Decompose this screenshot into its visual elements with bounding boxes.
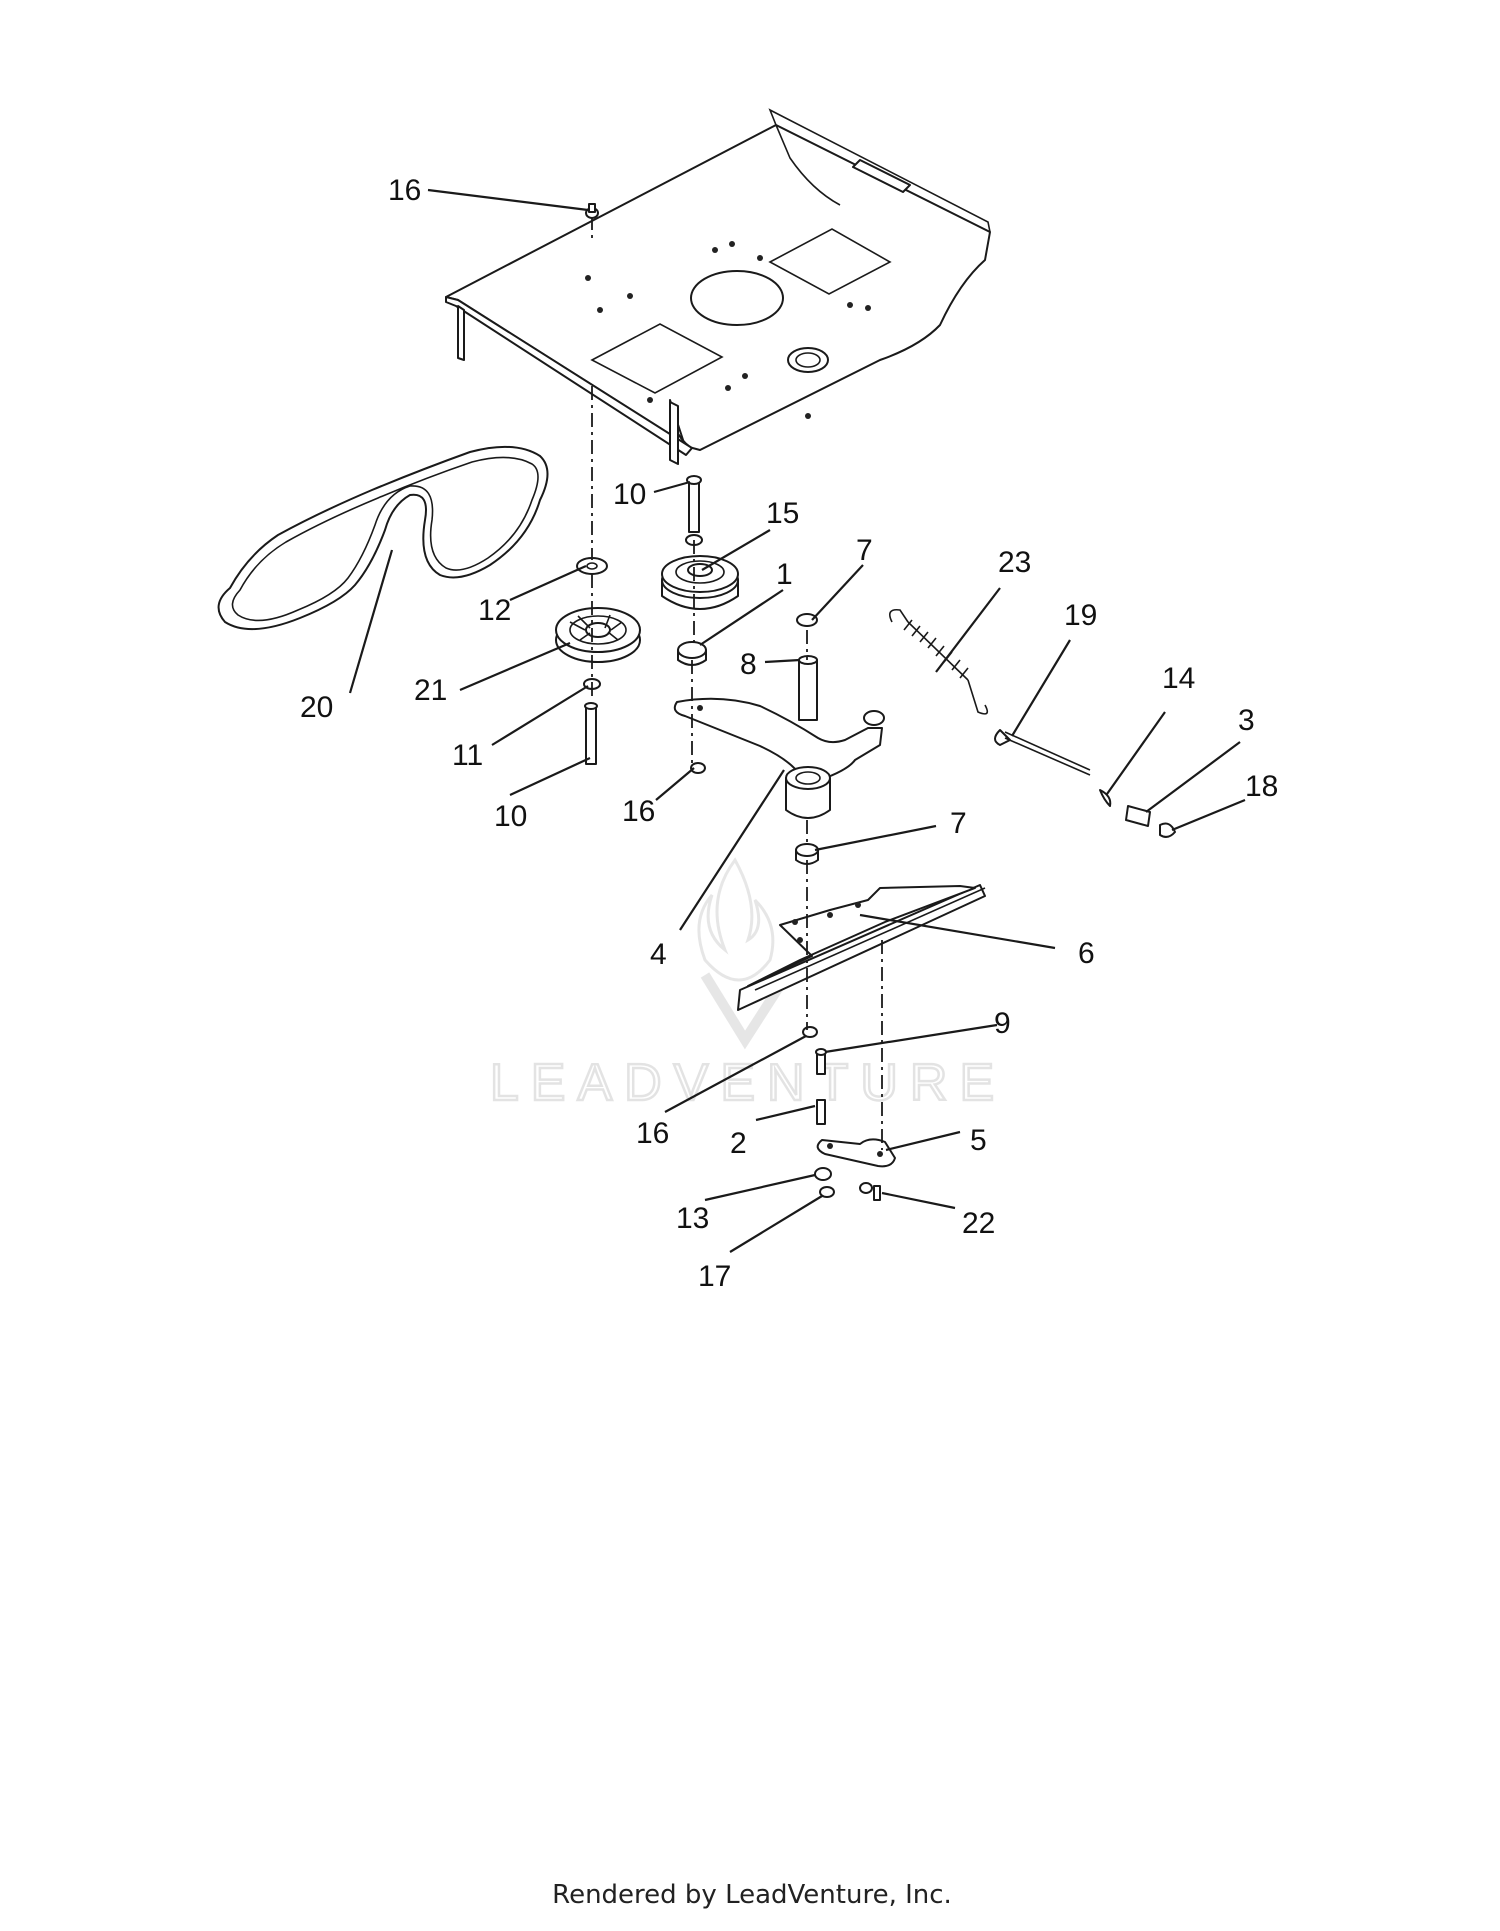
adjustment-rod (994, 729, 1091, 776)
clip-14 (1099, 789, 1112, 807)
hairpin-clip-18 (1159, 822, 1176, 838)
footer-credit: Rendered by LeadVenture, Inc. (552, 1880, 952, 1910)
flat-idler-pulley (661, 475, 739, 610)
callout-9: 9 (994, 1007, 1011, 1040)
shaft (798, 655, 818, 721)
callout-16-bottom: 16 (636, 1117, 669, 1150)
nut-top (585, 203, 599, 219)
washer (576, 557, 608, 575)
bracket (737, 884, 986, 1011)
leader-lines (348, 188, 1246, 1253)
callout-7-bottom: 7 (950, 807, 967, 840)
callout-12: 12 (478, 594, 511, 627)
mounting-plate (445, 108, 991, 465)
callout-7-top: 7 (856, 534, 873, 567)
watermark-text: LEADVENTURE (490, 1054, 1006, 1112)
callout-18: 18 (1245, 770, 1278, 803)
idler-arm (673, 697, 885, 819)
callout-11: 11 (452, 739, 483, 772)
link-plate (816, 1138, 896, 1168)
leadventure-watermark: LEADVENTURE (489, 857, 1006, 1113)
callout-16-top: 16 (388, 174, 421, 207)
nut-arm (690, 762, 706, 774)
callout-17: 17 (698, 1260, 731, 1293)
callout-4: 4 (650, 938, 667, 971)
idler-pulley (555, 607, 641, 663)
callout-14: 14 (1162, 662, 1195, 695)
bushing-lower (795, 843, 819, 865)
callout-5: 5 (970, 1124, 987, 1157)
nut (814, 1167, 832, 1181)
callout-10-top: 10 (613, 478, 646, 511)
sleeve-3 (1125, 805, 1151, 827)
callout-19: 19 (1064, 599, 1097, 632)
callout-10-bottom: 10 (494, 800, 527, 833)
callout-22: 22 (962, 1207, 995, 1240)
callout-3: 3 (1238, 704, 1255, 737)
callout-20: 20 (300, 691, 333, 724)
bolt-lower (584, 702, 598, 765)
callout-6: 6 (1078, 937, 1095, 970)
callout-23: 23 (998, 546, 1031, 579)
drive-belt (217, 445, 549, 631)
callout-8: 8 (740, 648, 757, 681)
spring-pin (816, 1099, 826, 1125)
callout-1: 1 (776, 558, 793, 591)
callout-15: 15 (766, 497, 799, 530)
lock-washer (819, 1186, 835, 1198)
callout-13: 13 (676, 1202, 709, 1235)
bushing-upper (796, 613, 818, 627)
fastener (859, 1182, 881, 1201)
callout-21: 21 (414, 674, 447, 707)
callout-2: 2 (730, 1127, 747, 1160)
spacer (677, 641, 707, 666)
callout-labels: 16 10 15 7 23 19 1 12 8 14 3 18 21 20 11… (300, 174, 1278, 1293)
extension-spring (889, 608, 989, 715)
pin (815, 1048, 827, 1075)
callout-16-middle: 16 (622, 795, 655, 828)
